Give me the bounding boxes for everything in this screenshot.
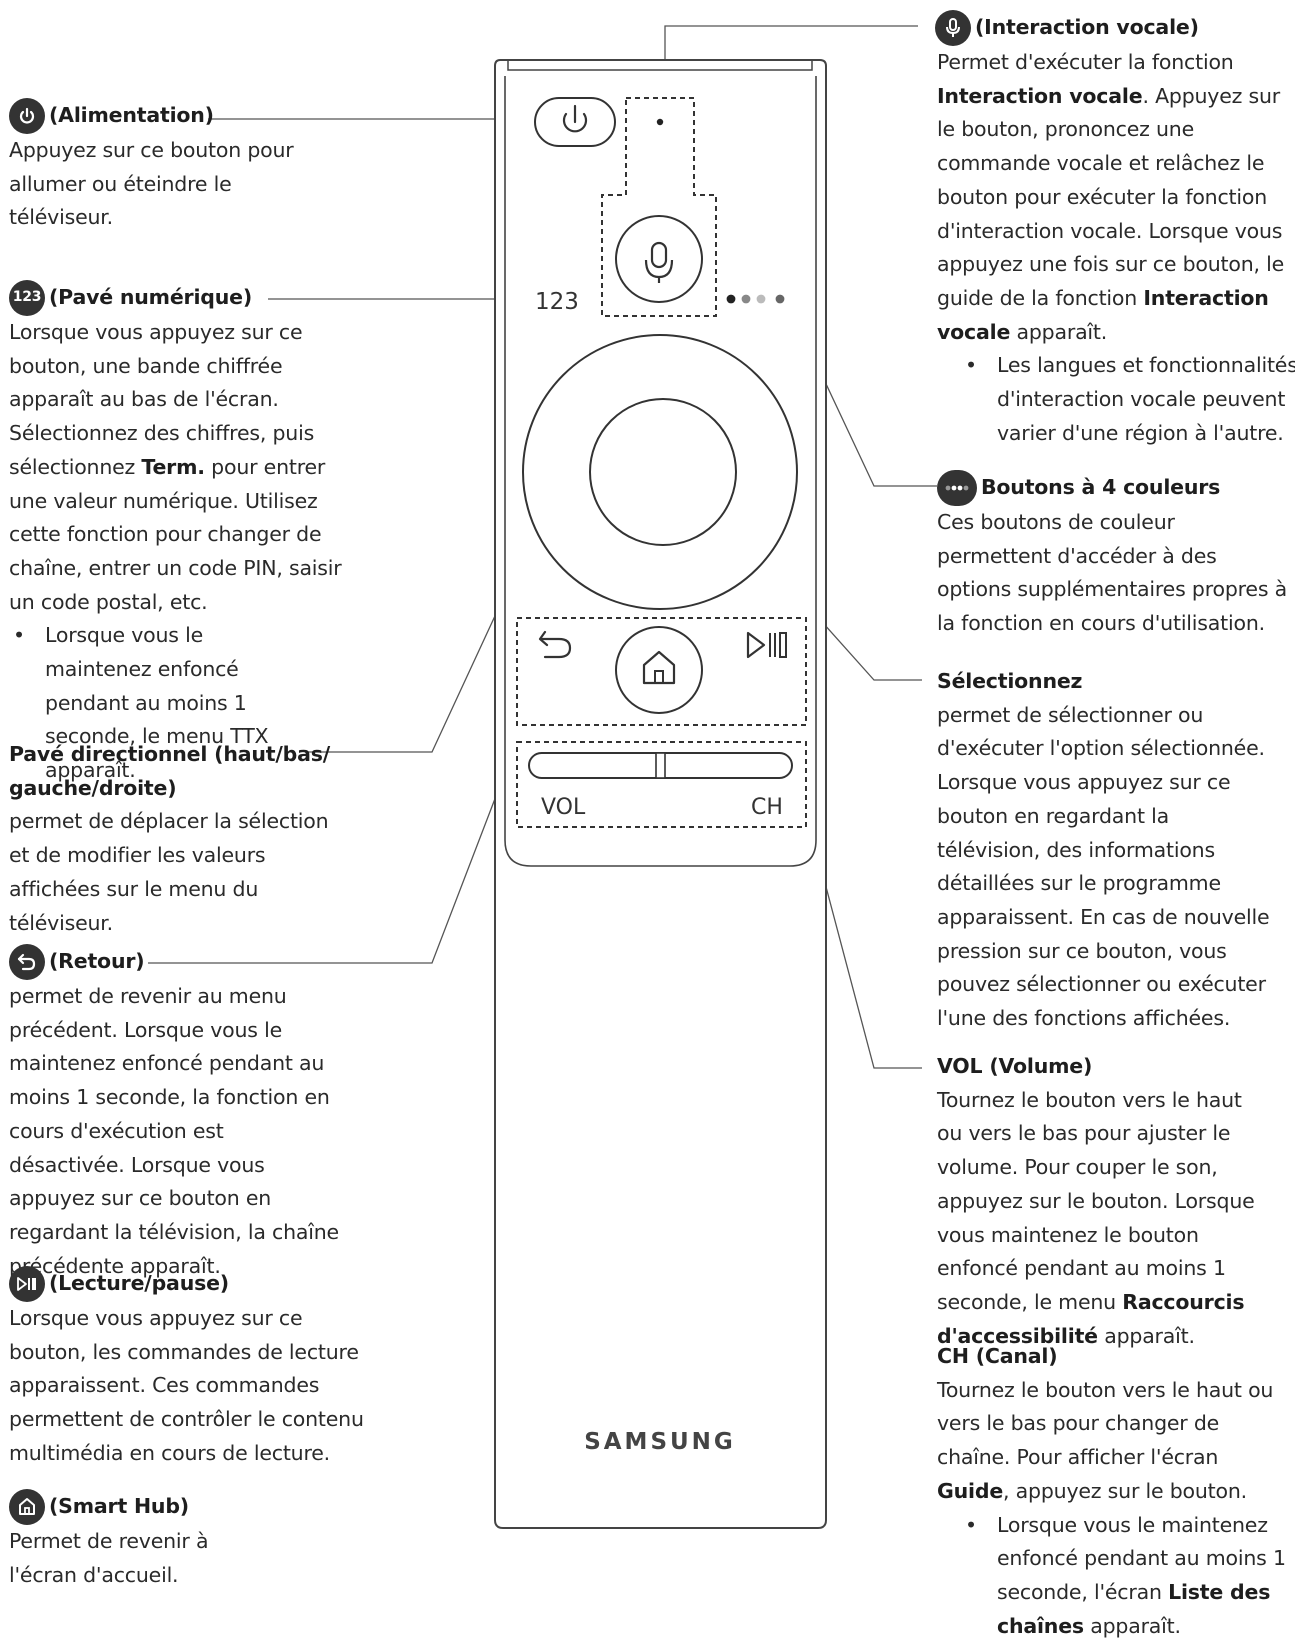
ch-bullet-b: apparaît. bbox=[1083, 1613, 1181, 1638]
select-title: Sélectionnez bbox=[937, 669, 1083, 693]
play-pause-icon bbox=[9, 1266, 45, 1302]
voice-title: (Interaction vocale) bbox=[975, 15, 1199, 40]
dpad-title: Pavé directionnel (haut/bas/ gauche/droi… bbox=[9, 742, 331, 800]
remote-back-button[interactable] bbox=[538, 630, 572, 659]
remote-vol-label: VOL bbox=[541, 795, 586, 820]
back-title: (Retour) bbox=[49, 949, 145, 974]
home-text: Permet de revenir à l'écran d'accueil. bbox=[9, 1529, 209, 1587]
color-heading: Boutons à 4 couleurs bbox=[937, 470, 1287, 506]
vol-text: Tournez le bouton vers le haut ou vers l… bbox=[937, 1084, 1272, 1354]
vol-text-bold: Raccourcis d'accessibilité bbox=[937, 1289, 1245, 1348]
rocker-zone-outline bbox=[516, 741, 807, 828]
voice-text: Permet d'exécuter la fonction Interactio… bbox=[937, 46, 1287, 349]
remote-brand-logo: SAMSUNG bbox=[584, 1429, 736, 1455]
color-text: Ces boutons de couleur permettent d'accé… bbox=[937, 510, 1287, 636]
power-title: (Alimentation) bbox=[49, 103, 214, 128]
ch-text-a: Tournez le bouton vers le haut ou vers l… bbox=[937, 1377, 1274, 1470]
ch-bullet-a: Lorsque vous le maintenez enfoncé pendan… bbox=[997, 1512, 1286, 1604]
remote-color-buttons[interactable] bbox=[726, 294, 785, 304]
play-description: (Lecture/pause) Lorsque vous appuyez sur… bbox=[9, 1266, 364, 1471]
voice-text-bold-a: Interaction vocale bbox=[937, 83, 1143, 108]
nav-zone-outline bbox=[516, 617, 807, 726]
remote-power-button[interactable] bbox=[534, 97, 616, 147]
select-text: permet de sélectionner ou d'exécuter l'o… bbox=[937, 702, 1270, 1031]
ch-text: Tournez le bouton vers le haut ou vers l… bbox=[937, 1374, 1277, 1509]
play-title: (Lecture/pause) bbox=[49, 1271, 229, 1296]
mic-hole bbox=[656, 118, 664, 126]
vol-title: VOL (Volume) bbox=[937, 1054, 1093, 1078]
select-description: Sélectionnez permet de sélectionner ou d… bbox=[937, 665, 1287, 1036]
home-title: (Smart Hub) bbox=[49, 1494, 189, 1519]
voice-text-bold-b: Interaction vocale bbox=[937, 285, 1269, 344]
power-icon bbox=[9, 98, 45, 134]
remote-numpad-label[interactable]: 123 bbox=[535, 289, 579, 315]
remote-ch-label: CH bbox=[751, 795, 783, 820]
voice-zone-outline bbox=[601, 97, 717, 317]
vol-text-b: apparaît. bbox=[1097, 1323, 1195, 1348]
ch-text-b: , appuyez sur le bouton. bbox=[1003, 1478, 1247, 1503]
remote-vol-ch-rocker[interactable] bbox=[528, 752, 793, 779]
back-icon bbox=[9, 944, 45, 980]
voice-text-b: . Appuyez sur le bouton, prononcez une c… bbox=[937, 83, 1285, 310]
back-heading: (Retour) bbox=[9, 944, 344, 980]
voice-text-a: Permet d'exécuter la fonction bbox=[937, 50, 1234, 74]
ch-text-bold: Guide bbox=[937, 1478, 1004, 1503]
numpad-title: (Pavé numérique) bbox=[49, 285, 253, 310]
voice-heading: (Interaction vocale) bbox=[935, 10, 1287, 46]
numpad-text-term: Term. bbox=[141, 454, 205, 479]
power-heading: (Alimentation) bbox=[9, 98, 339, 134]
home-heading: (Smart Hub) bbox=[9, 1489, 339, 1525]
numpad-description: 123 (Pavé numérique) Lorsque vous appuye… bbox=[9, 280, 354, 788]
power-description: (Alimentation) Appuyez sur ce bouton pou… bbox=[9, 98, 339, 235]
play-text: Lorsque vous appuyez sur ce bouton, les … bbox=[9, 1306, 364, 1465]
remote-select-button[interactable] bbox=[589, 398, 737, 546]
numpad-bullet: Lorsque vous le maintenez enfoncé pendan… bbox=[9, 619, 315, 788]
remote-play-pause-button[interactable] bbox=[746, 631, 787, 659]
numpad-text: Lorsque vous appuyez sur ce bouton, une … bbox=[9, 316, 354, 619]
remote-voice-button[interactable] bbox=[615, 215, 703, 303]
color-buttons-icon bbox=[937, 470, 977, 506]
numpad-text-a: Lorsque vous appuyez sur ce bouton, une … bbox=[9, 320, 315, 479]
power-text: Appuyez sur ce bouton pour allumer ou ét… bbox=[9, 138, 294, 230]
voice-description: (Interaction vocale) Permet d'exécuter l… bbox=[935, 10, 1295, 450]
play-heading: (Lecture/pause) bbox=[9, 1266, 364, 1302]
remote-home-button[interactable] bbox=[615, 626, 703, 714]
back-text: permet de revenir au menu précédent. Lor… bbox=[9, 984, 339, 1278]
numpad-heading: 123 (Pavé numérique) bbox=[9, 280, 354, 316]
ch-title: CH (Canal) bbox=[937, 1344, 1058, 1368]
ch-description: CH (Canal) Tournez le bouton vers le hau… bbox=[937, 1340, 1287, 1643]
voice-bullet: Les langues et fonctionnalités d'interac… bbox=[961, 349, 1295, 450]
ch-bullet: Lorsque vous le maintenez enfoncé pendan… bbox=[961, 1509, 1287, 1643]
color-description: Boutons à 4 couleurs Ces boutons de coul… bbox=[937, 470, 1287, 641]
voice-text-c: apparaît. bbox=[1010, 319, 1108, 344]
numpad-text-b: pour entrer une valeur numérique. Utilis… bbox=[9, 454, 342, 614]
vol-description: VOL (Volume) Tournez le bouton vers le h… bbox=[937, 1050, 1287, 1353]
home-description: (Smart Hub) Permet de revenir à l'écran … bbox=[9, 1489, 339, 1592]
home-icon bbox=[9, 1489, 45, 1525]
mic-icon bbox=[935, 10, 971, 46]
dpad-description: Pavé directionnel (haut/bas/ gauche/droi… bbox=[9, 738, 339, 940]
ch-bullet-bold: Liste des chaînes bbox=[997, 1579, 1271, 1638]
numpad-icon: 123 bbox=[9, 280, 45, 316]
dpad-text: permet de déplacer la sélection et de mo… bbox=[9, 809, 329, 935]
vol-text-a: Tournez le bouton vers le haut ou vers l… bbox=[937, 1087, 1255, 1314]
color-title: Boutons à 4 couleurs bbox=[981, 475, 1221, 500]
back-description: (Retour) permet de revenir au menu précé… bbox=[9, 944, 344, 1283]
